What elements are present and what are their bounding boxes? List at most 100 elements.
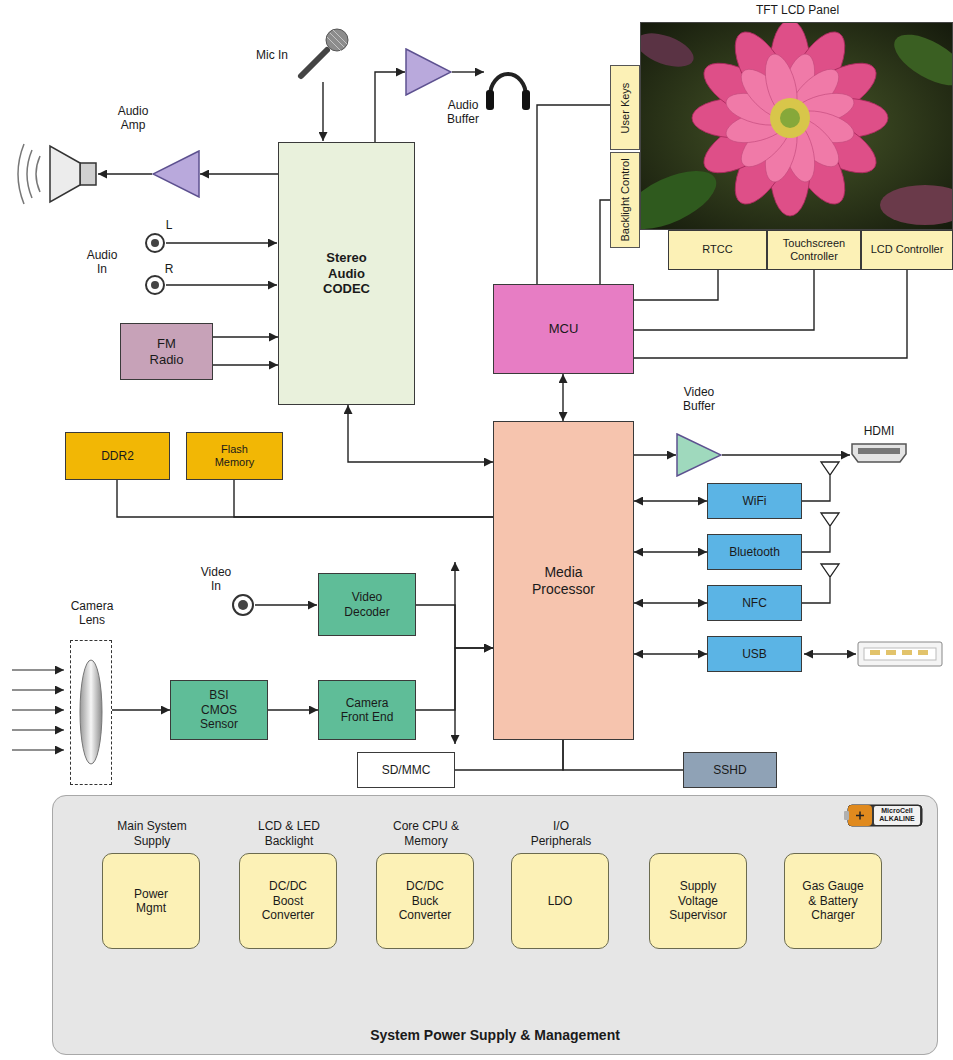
radio-block: FM Radio [120,323,213,380]
heading-label: Audio Amp [108,104,158,133]
headphones-icon [486,74,530,110]
block-label: Power Mgmt [120,887,182,916]
light-rays [12,729,64,730]
signal-arrow [98,173,152,174]
video-jack [233,595,253,615]
signal-connector [375,72,405,142]
block-label: Flash Memory [210,443,260,469]
signal-connector [634,270,718,300]
usb-connector [870,650,880,655]
block-label: DDR2 [101,449,134,463]
signal-arrow [452,71,484,72]
power-block: Main System SupplyPower Mgmt [102,853,200,949]
amplifier-triangle [676,433,722,477]
lcd-photo [770,98,810,138]
signal-connector [634,500,707,501]
signal-connector [268,709,318,710]
heading-label: TFT LCD Panel [641,3,953,17]
battery-icon [844,805,922,826]
microphone-icon [327,30,347,51]
lcd-photo [640,22,953,230]
battery-icon [874,806,920,825]
block-label: WiFi [743,494,767,508]
power-block: Supply Voltage Supervisor [649,853,747,949]
block-label: BSI CMOS Sensor [194,688,244,731]
block-label: Supply Voltage Supervisor [667,879,729,922]
power-panel-ground [52,795,938,1055]
antenna-symbol [802,564,839,603]
processor-block: Media Processor [493,421,634,740]
memory-block: Flash Memory [186,432,283,480]
hdmi-connector [852,444,906,462]
control-block: User Keys [610,65,640,150]
speaker-icon [80,163,96,185]
signal-arrow [166,284,277,285]
controller-block: LCD Controller [861,230,953,270]
heading-label: Audio Buffer [435,98,491,127]
audio-jack [146,234,164,294]
headphones-icon [490,74,526,96]
signal-connector [634,602,707,603]
battery-brand: MicroCell ALKALINE [874,807,920,822]
signal-connector [634,270,814,330]
signal-connector [537,105,610,284]
signal-connector [112,709,170,710]
video-block: Video Decoder [318,573,416,636]
block-label: Video Decoder [341,590,393,619]
channel-label: R [163,262,175,276]
signal-connector [213,364,278,365]
power-block: I/O PeripheralsLDO [511,853,609,949]
buffer-amplifier: Audio Buffer [405,48,452,96]
headphones-icon [486,90,494,110]
block-label: RTCC [702,243,732,256]
battery-icon [856,812,864,820]
signal-connector [117,480,493,517]
microphone-icon [301,50,327,76]
camera-block: Camera Front End [318,680,416,740]
signal-connector [200,173,278,174]
usb-connector [864,648,936,660]
port-label: Mic In [248,48,296,62]
lcd-photo [640,27,698,74]
light-rays [12,669,64,670]
heading-label: System Power Supply & Management [53,1027,937,1044]
storage-block: SSHD [683,752,777,788]
usb-connector [918,650,928,655]
antenna-symbol [802,513,839,552]
antenna-symbol [802,462,839,501]
port-label: HDMI [856,424,902,438]
signal-arrow [722,454,850,455]
codec-block: Stereo Audio CODEC [278,142,415,405]
light-rays [12,670,64,750]
controller-block: RTCC [668,230,767,270]
power-block: Core CPU & MemoryDC/DC Buck Converter [376,853,474,949]
heading-label: Video Buffer [670,385,728,414]
usb-connector [858,642,942,666]
microphone-icon [301,29,348,76]
amplifier-triangle [677,434,721,476]
amplifier-triangle [406,49,451,95]
lcd-panel: TFT LCD Panel [640,22,953,230]
video-jack [238,600,248,610]
signal-arrow [166,242,277,243]
lens-glass [80,660,102,764]
signal-connector [234,480,493,517]
hdmi-connector [852,444,906,462]
battery-icon [848,805,922,826]
amplifier-triangle [153,151,199,197]
signal-connector [348,405,493,462]
block-label: MCU [549,321,579,337]
block-label: Backlight Control [619,155,631,245]
block-label: SSHD [713,763,746,777]
lcd-photo [886,24,953,95]
block-label: SD/MMC [382,763,431,777]
memory-block: DDR2 [65,432,170,480]
signal-connector [600,200,610,284]
signal-connector [634,653,707,654]
port-label: Video In [196,565,236,594]
block-label: Stereo Audio CODEC [312,250,382,297]
usb-connector [858,642,942,666]
hdmi-connector [858,448,900,454]
block-label: Camera Front End [337,696,397,725]
audio-jack [151,281,159,289]
